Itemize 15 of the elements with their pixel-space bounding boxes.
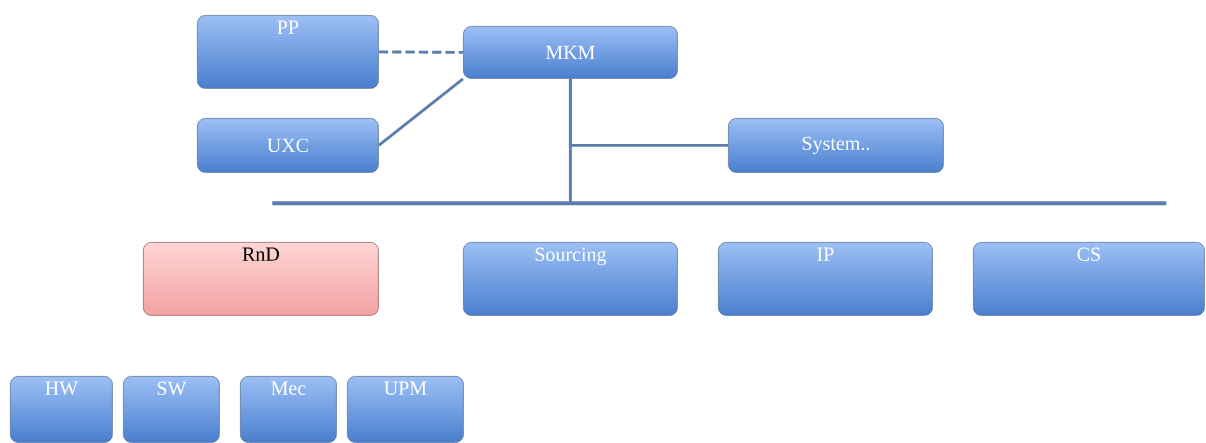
process-box: UXC	[197, 118, 379, 173]
connector-line	[568, 78, 572, 204]
process-box: RnD	[143, 242, 379, 316]
process-box: Mec	[240, 376, 337, 443]
process-box: IP	[718, 242, 933, 316]
process-box: UPM	[347, 376, 464, 443]
process-box: PP	[197, 15, 379, 89]
process-box: System..	[728, 118, 944, 173]
process-box: HW	[10, 376, 113, 443]
connector-line	[377, 77, 464, 147]
process-box: Sourcing	[463, 242, 678, 316]
process-box: SW	[123, 376, 220, 443]
process-box: MKM	[463, 26, 678, 79]
process-box: CS	[973, 242, 1205, 316]
connector-line	[378, 50, 463, 54]
